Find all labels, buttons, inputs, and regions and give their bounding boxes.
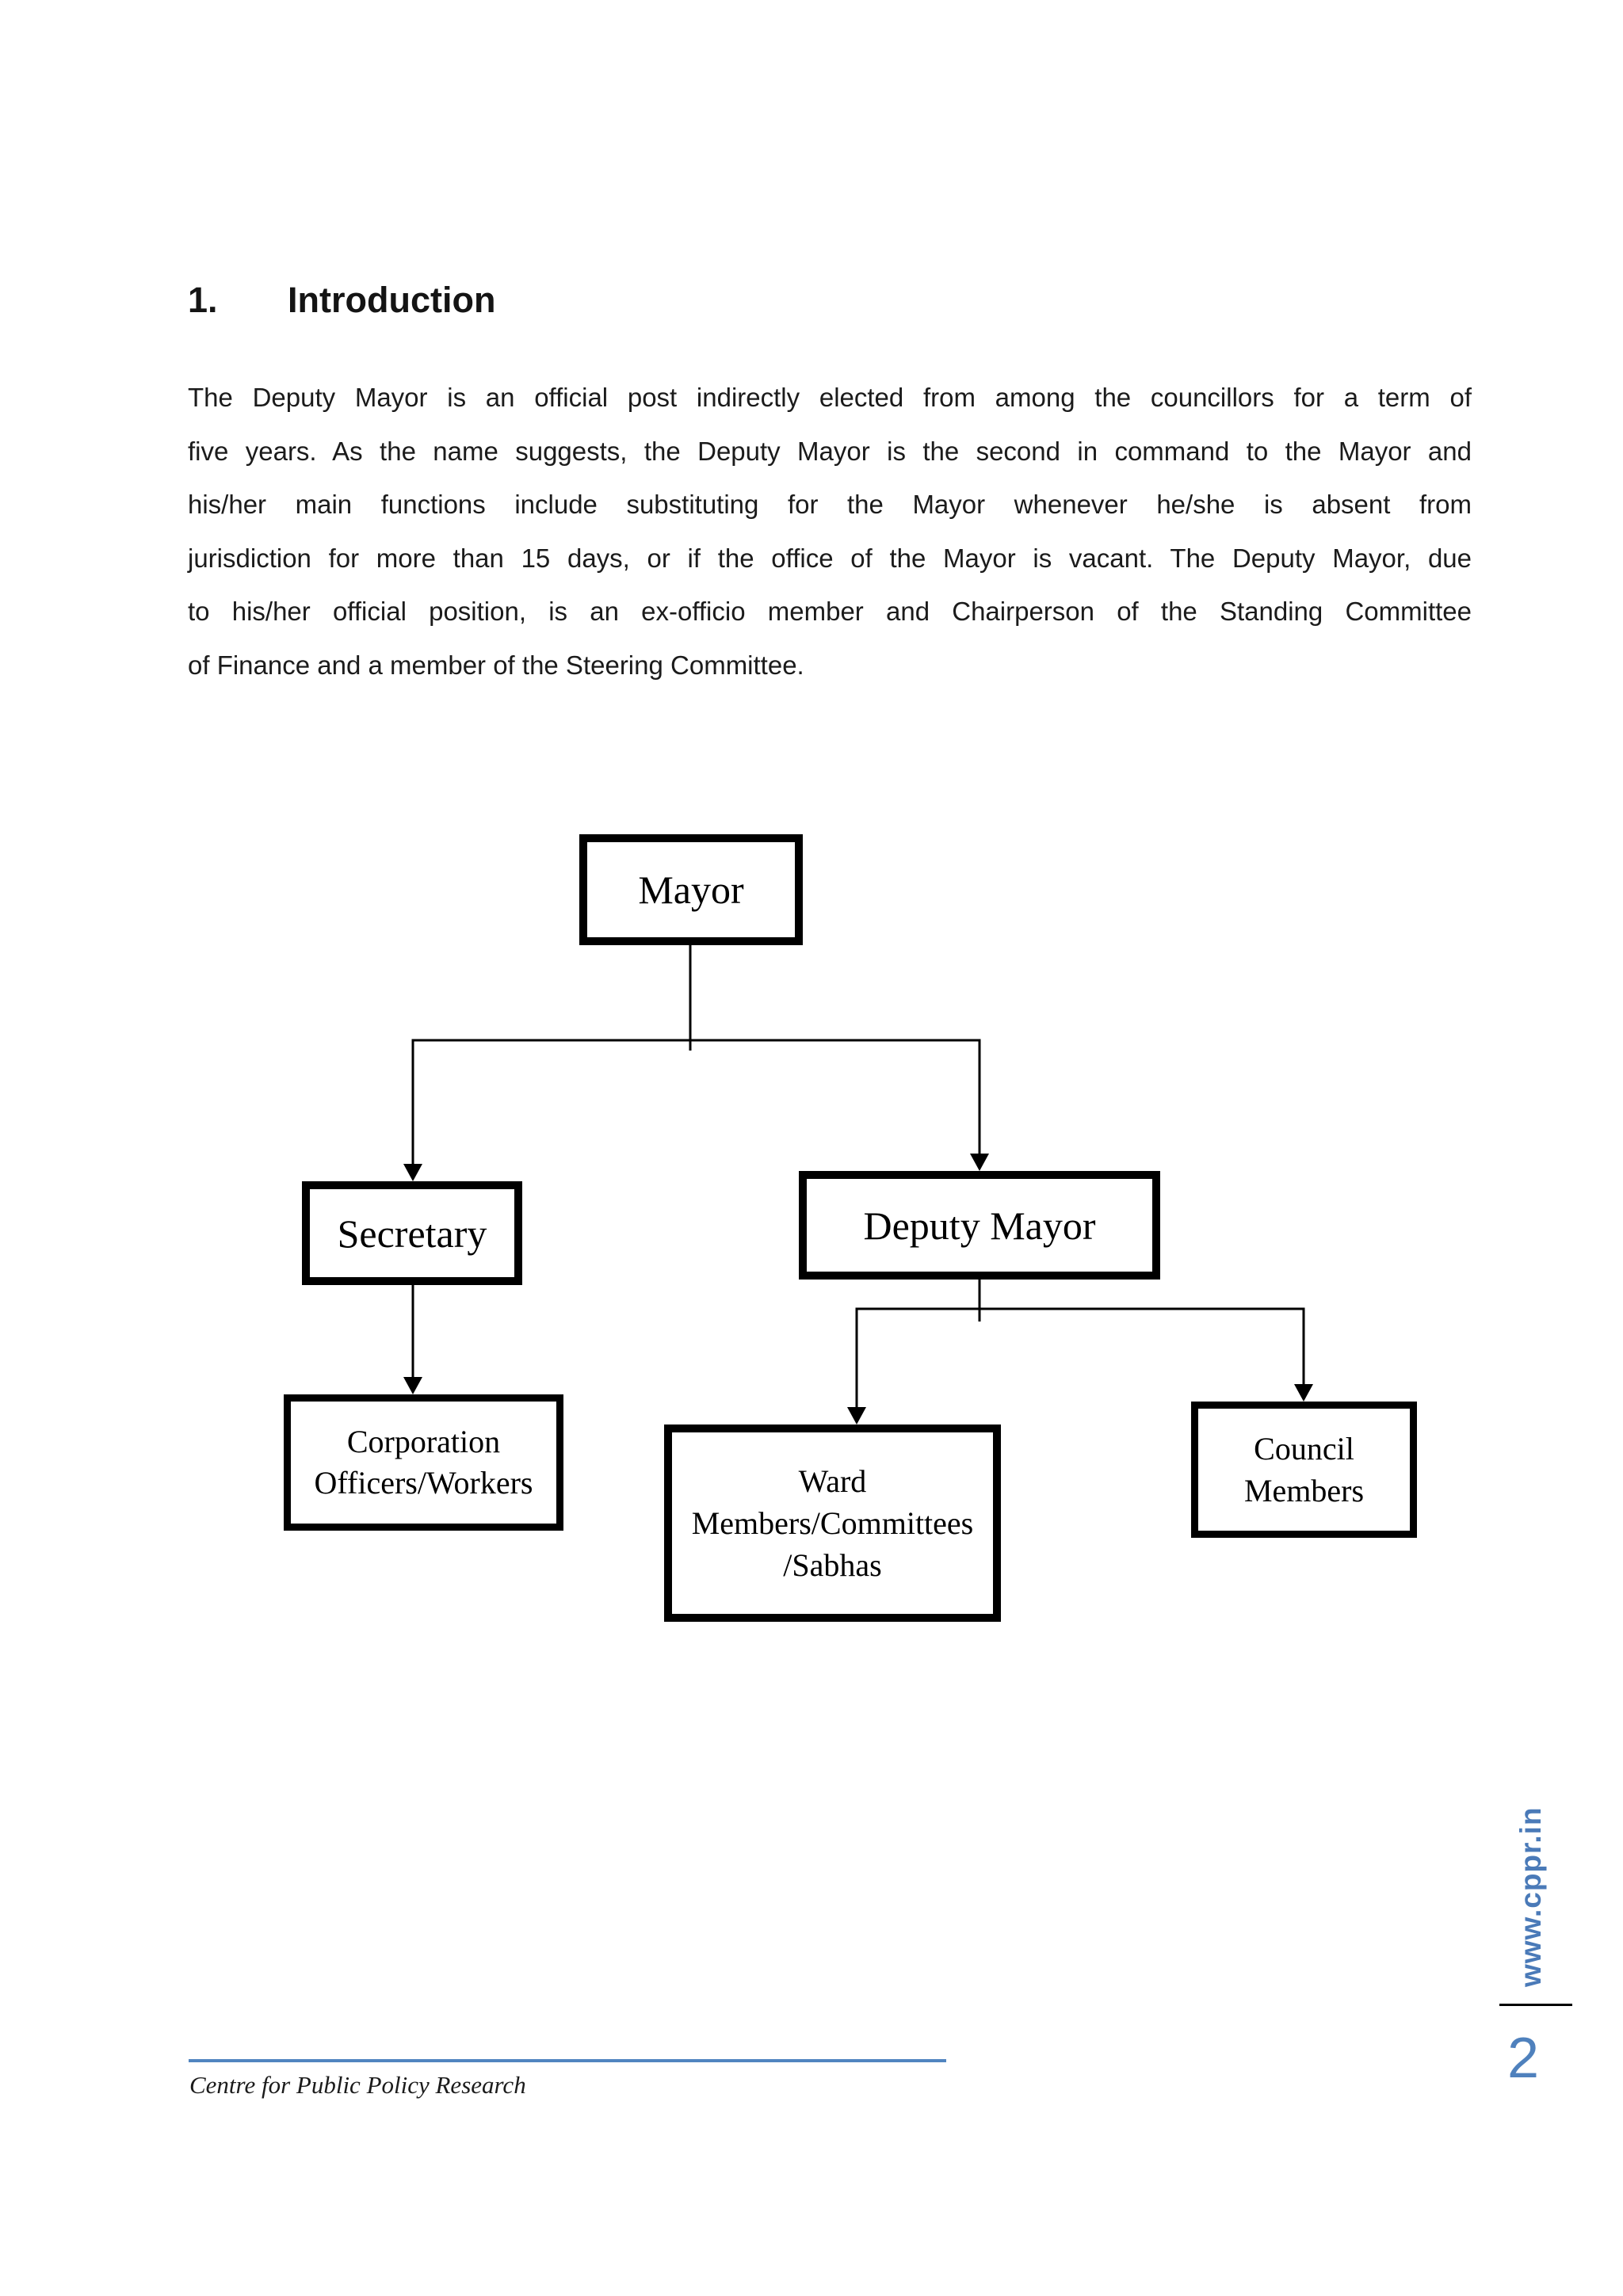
intro-paragraph: The Deputy Mayor is an official post ind… [188,371,1472,692]
edge-deputy-branch [855,1280,1305,1322]
footer-organization: Centre for Public Policy Research [189,2071,526,2099]
section-number: 1. [188,280,218,320]
org-node-ward-members: Ward Members/Committees /Sabhas [664,1425,1001,1622]
footer-divider [189,2059,946,2062]
sidebar-divider [1499,2004,1572,2006]
org-node-corporation-officers: Corporation Officers/Workers [284,1394,563,1531]
edge-deputy-ward [847,1307,866,1425]
org-node-mayor: Mayor [579,834,803,945]
org-node-label: Secretary [337,1211,487,1256]
edge-mayor-secretary [403,1039,422,1181]
edge-mayor-branch [411,945,981,1051]
org-node-label: Corporation Officers/Workers [314,1424,533,1501]
org-node-label: Mayor [638,868,744,912]
edge-deputy-council [1294,1307,1313,1402]
paragraph-line: five years. As the name suggests, the De… [188,436,1472,466]
website-vertical-text: www.cppr.in [1514,1806,1547,1987]
paragraph-line: The Deputy Mayor is an official post ind… [188,383,1472,412]
org-node-label: Council Members [1243,1431,1365,1508]
paragraph-line: his/her main functions include substitut… [188,490,1472,519]
org-node-label: Ward Members/Committees /Sabhas [691,1463,974,1583]
org-node-secretary: Secretary [302,1181,522,1285]
org-node-council-members: Council Members [1191,1402,1417,1538]
paragraph-line: jurisdiction for more than 15 days, or i… [188,543,1472,573]
edge-secretary-corporation [403,1285,422,1394]
paragraph-line: to his/her official position, is an ex-o… [188,597,1472,626]
section-heading: 1. Introduction [188,277,495,324]
section-title: Introduction [288,280,496,320]
edge-mayor-deputy-mayor [970,1039,989,1171]
page-number: 2 [1507,2027,1540,2090]
paragraph-line: of Finance and a member of the Steering … [188,650,804,680]
org-node-deputy-mayor: Deputy Mayor [799,1171,1160,1280]
org-node-label: Deputy Mayor [863,1203,1096,1248]
